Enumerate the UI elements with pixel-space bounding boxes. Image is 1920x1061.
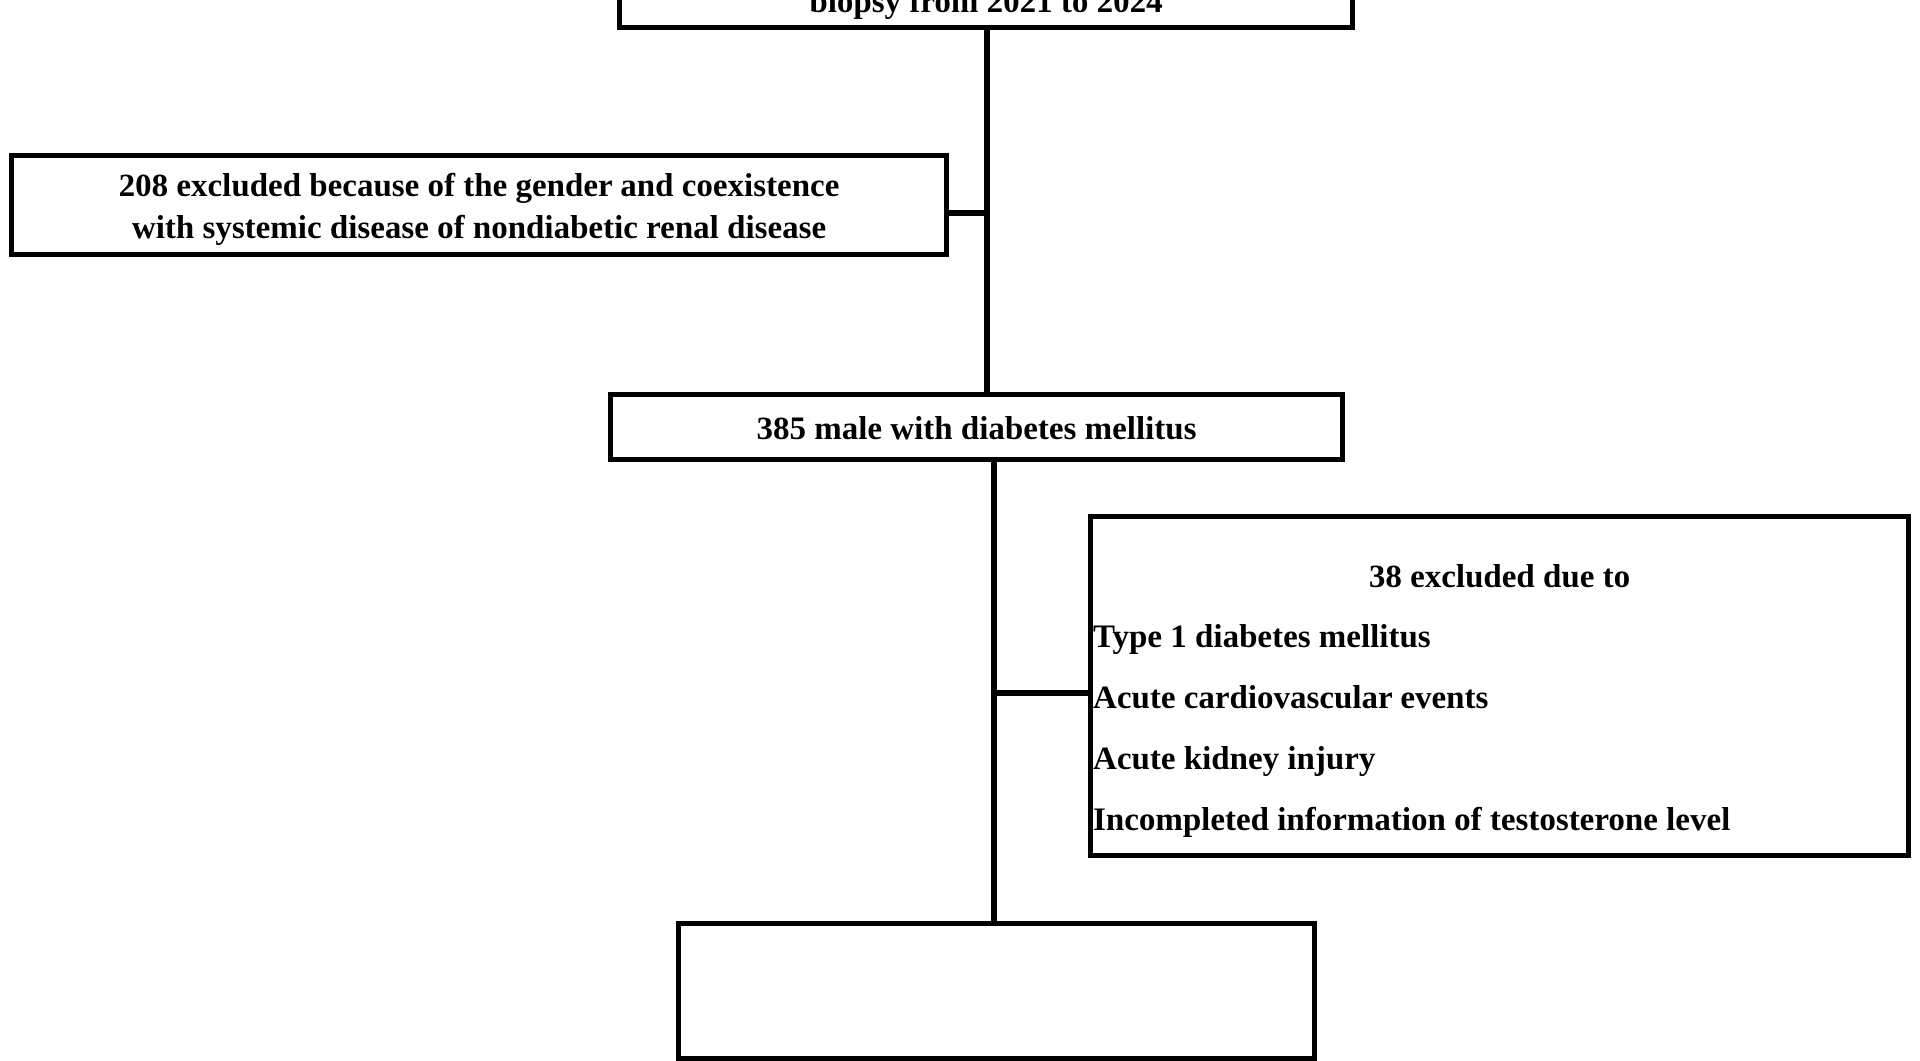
bottom-box [676,921,1317,1061]
exclusion-1-line-1: 208 excluded because of the gender and c… [118,168,840,204]
exclusion-box-2: 38 excluded due to Type 1 diabetes melli… [1088,514,1911,858]
exclusion-box-1: 208 excluded because of the gender and c… [9,153,949,257]
connector-exclusion-2 [994,690,1090,696]
exclusion-2-item: Type 1 diabetes mellitus [1093,619,1431,655]
exclusion-2-item: Acute kidney injury [1093,741,1376,777]
exclusion-2-title: 38 excluded due to [1368,559,1631,595]
top-box: biopsy from 2021 to 2024 [617,0,1355,30]
middle-box: 385 male with diabetes mellitus [608,392,1345,462]
exclusion-1-line-2: with systemic disease of nondiabetic ren… [131,210,827,246]
connector-exclusion-1 [945,210,987,216]
connector-top-to-middle [984,28,990,394]
exclusion-2-item: Acute cardiovascular events [1093,680,1489,716]
middle-box-text: 385 male with diabetes mellitus [756,411,1197,447]
top-box-text: biopsy from 2021 to 2024 [809,0,1163,20]
exclusion-2-item: Incompleted information of testosterone … [1093,802,1731,838]
